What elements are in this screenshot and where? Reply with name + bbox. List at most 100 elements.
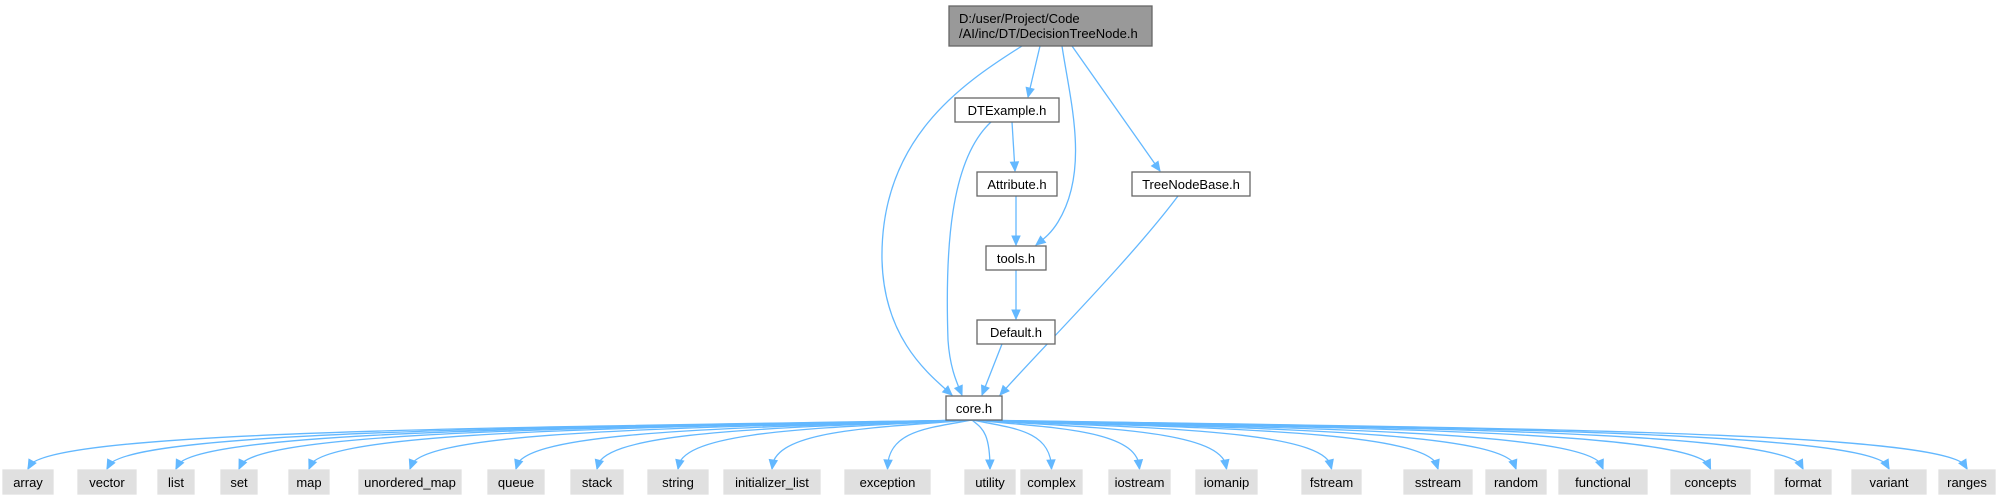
arrowhead-icon: [1220, 458, 1230, 471]
arrowhead-icon: [953, 384, 963, 397]
node-std-label: functional: [1575, 475, 1631, 490]
node-std-label: queue: [498, 475, 534, 490]
edge-core-to-iostream: [971, 419, 1144, 471]
edge-core-to-queue: [514, 419, 973, 471]
arrowhead-icon: [1011, 309, 1021, 321]
arrowhead-icon: [1324, 458, 1334, 471]
node-std-random[interactable]: random: [1485, 469, 1547, 495]
node-std-exception[interactable]: exception: [844, 469, 931, 495]
node-std-ranges[interactable]: ranges: [1938, 469, 1996, 495]
node-std-label: initializer_list: [735, 475, 809, 490]
arrowhead-icon: [1150, 160, 1161, 173]
node-treenodebase-h[interactable]: TreeNodeBase.h: [1131, 171, 1251, 197]
node-std-label: utility: [975, 475, 1005, 490]
node-std-label: fstream: [1310, 475, 1353, 490]
node-std-label: unordered_map: [364, 475, 456, 490]
node-std-fstream[interactable]: fstream: [1301, 469, 1362, 495]
edge-core-to-ranges: [971, 419, 1968, 471]
edge-root-to-tools: [1035, 45, 1077, 246]
arrowhead-icon: [768, 458, 779, 471]
node-std-sstream[interactable]: sstream: [1403, 469, 1473, 495]
arrowhead-icon: [106, 458, 116, 471]
edge-core-to-list: [175, 419, 973, 471]
arrowhead-icon: [985, 459, 995, 471]
arrowhead-icon: [941, 385, 953, 396]
node-core-h[interactable]: core.h: [945, 395, 1003, 421]
node-std-label: vector: [89, 475, 125, 490]
edge-core-to-exception: [883, 419, 973, 471]
node-std-functional[interactable]: functional: [1558, 469, 1648, 495]
edge-core-to-set: [238, 419, 973, 471]
node-std-label: string: [662, 475, 694, 490]
node-std-iostream[interactable]: iostream: [1108, 469, 1171, 495]
edge-tools-to-default: [1011, 270, 1021, 321]
node-std-format[interactable]: format: [1774, 469, 1832, 495]
node-std-variant[interactable]: variant: [1851, 469, 1927, 495]
arrowhead-icon: [1880, 458, 1890, 471]
edge-treenodebase-to-core: [999, 195, 1179, 396]
edge-core-to-utility: [971, 419, 995, 471]
node-std-label: exception: [860, 475, 916, 490]
node-std-complex[interactable]: complex: [1020, 469, 1083, 495]
arrowhead-icon: [675, 458, 685, 471]
node-std-label: format: [1785, 475, 1822, 490]
arrowhead-icon: [175, 458, 185, 471]
arrowhead-icon: [1958, 458, 1968, 471]
edge-root-to-treenodebase: [1071, 45, 1161, 173]
edge-core-to-unordered-map: [408, 419, 973, 471]
node-std-initializer-list[interactable]: initializer_list: [723, 469, 821, 495]
arrowhead-icon: [1009, 161, 1020, 173]
node-std-unordered-map[interactable]: unordered_map: [358, 469, 462, 495]
edge-core-to-complex: [971, 419, 1056, 471]
node-std-label: set: [230, 475, 248, 490]
node-dtexample-h[interactable]: DTExample.h: [954, 97, 1060, 123]
nodes-layer: D:/user/Project/Code /AI/inc/DT/Decision…: [2, 5, 1996, 495]
arrowhead-icon: [1046, 459, 1056, 471]
edge-core-to-iomanip: [971, 419, 1230, 471]
node-std-label: sstream: [1415, 475, 1461, 490]
edge-core-to-initializer-list: [768, 419, 973, 471]
node-default-label: Default.h: [990, 325, 1042, 340]
node-std-label: random: [1494, 475, 1538, 490]
node-decisiontreenode-h[interactable]: D:/user/Project/Code /AI/inc/DT/Decision…: [948, 5, 1153, 47]
node-std-label: array: [13, 475, 43, 490]
node-std-label: variant: [1869, 475, 1908, 490]
arrowhead-icon: [1595, 458, 1604, 471]
node-tools-h[interactable]: tools.h: [985, 245, 1047, 271]
arrowhead-icon: [27, 458, 37, 471]
node-std-vector[interactable]: vector: [77, 469, 137, 495]
node-core-label: core.h: [956, 401, 992, 416]
edge-core-to-string: [675, 419, 973, 471]
edges-layer: [27, 45, 1968, 471]
node-std-array[interactable]: array: [2, 469, 54, 495]
node-std-set[interactable]: set: [220, 469, 258, 495]
node-std-list[interactable]: list: [157, 469, 195, 495]
node-std-queue[interactable]: queue: [487, 469, 545, 495]
edge-root-to-core: [881, 45, 1023, 396]
node-std-iomanip[interactable]: iomanip: [1195, 469, 1258, 495]
node-default-h[interactable]: Default.h: [976, 319, 1056, 345]
edge-dtexample-to-attribute: [1009, 121, 1020, 173]
edge-root-to-dtexample: [1025, 45, 1041, 99]
node-root-label-line-1: D:/user/Project/Code: [959, 11, 1080, 26]
arrowhead-icon: [1508, 458, 1518, 471]
edge-default-to-core: [981, 343, 1003, 397]
arrowhead-icon: [514, 458, 524, 471]
node-attribute-h[interactable]: Attribute.h: [976, 171, 1058, 197]
arrowhead-icon: [308, 458, 318, 471]
node-dtexample-label: DTExample.h: [968, 103, 1047, 118]
node-std-label: ranges: [1947, 475, 1987, 490]
arrowhead-icon: [1133, 459, 1144, 471]
arrowhead-icon: [238, 458, 248, 471]
node-std-stack[interactable]: stack: [570, 469, 624, 495]
node-std-concepts[interactable]: concepts: [1670, 469, 1751, 495]
arrowhead-icon: [999, 384, 1010, 396]
node-std-string[interactable]: string: [647, 469, 709, 495]
node-std-utility[interactable]: utility: [964, 469, 1016, 495]
node-treenodebase-label: TreeNodeBase.h: [1142, 177, 1240, 192]
arrowhead-icon: [1035, 235, 1047, 246]
node-std-map[interactable]: map: [288, 469, 330, 495]
arrowhead-icon: [1430, 458, 1440, 471]
arrowhead-icon: [1011, 235, 1021, 247]
